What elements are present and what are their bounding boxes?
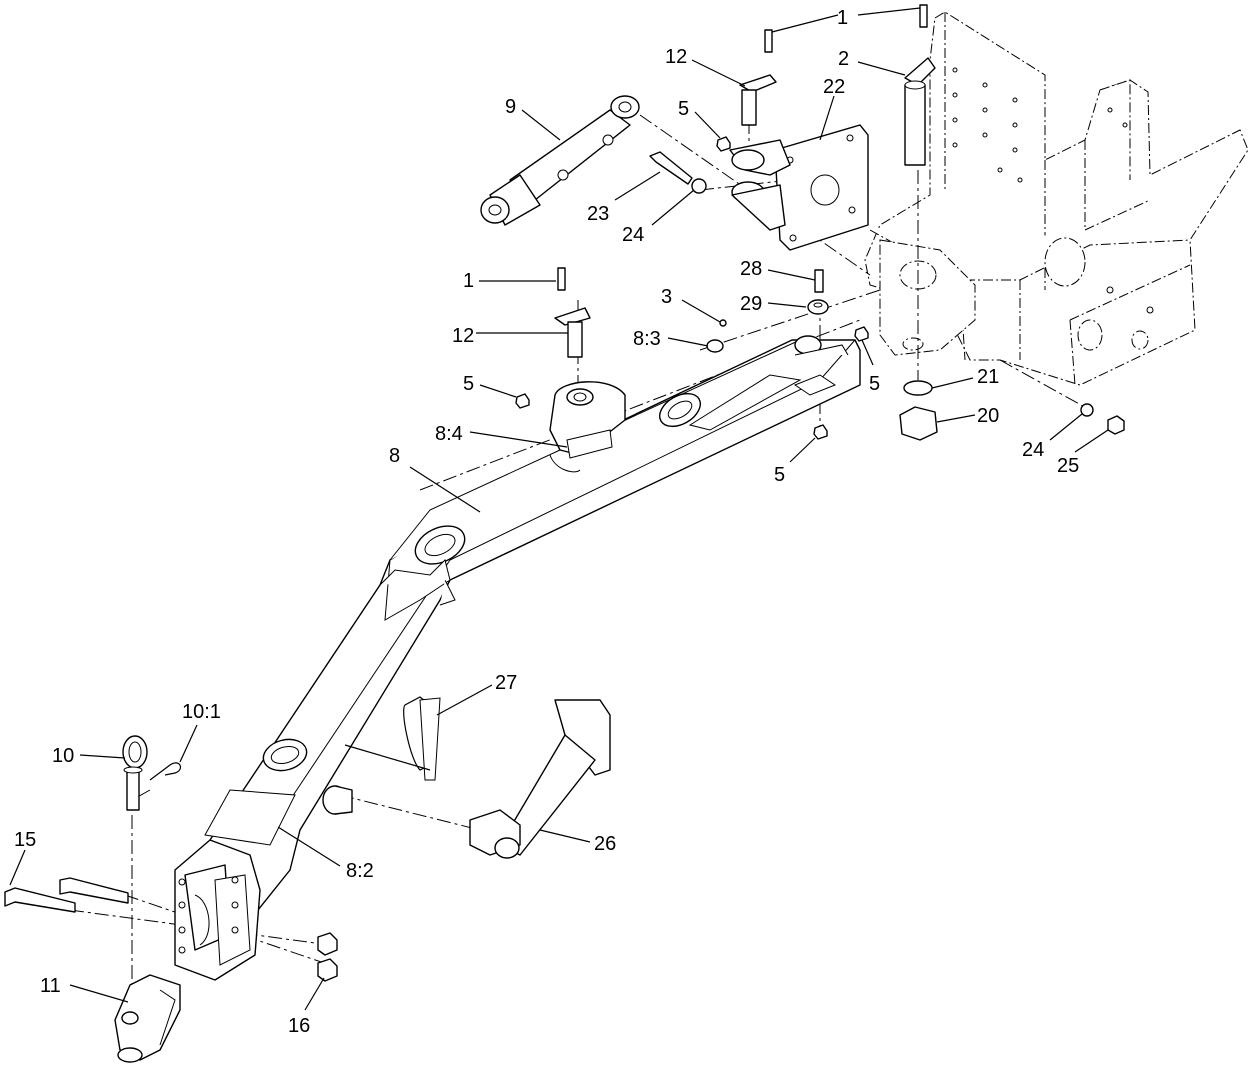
mounting-bracket — [729, 124, 869, 251]
callout-5-left: 5 — [463, 373, 474, 395]
lock-nuts — [317, 932, 338, 982]
callout-2: 2 — [838, 48, 849, 70]
pivot-pad — [549, 381, 626, 473]
callout-20: 20 — [977, 405, 999, 427]
callout-5-right: 5 — [869, 373, 880, 395]
clevis-pins — [554, 74, 777, 358]
callout-11: 11 — [40, 975, 61, 997]
callout-15: 15 — [14, 829, 36, 851]
callout-8-4: 8:4 — [435, 423, 463, 445]
callout-10: 10 — [52, 745, 74, 767]
callout-27: 27 — [495, 672, 517, 694]
callout-22: 22 — [823, 76, 845, 98]
tractor-frame-phantom — [864, 11, 1249, 386]
callout-labels: 1 2 12 9 5 22 23 24 1 28 3 29 12 8:3 5 5… — [14, 7, 1079, 1037]
callout-9: 9 — [505, 96, 516, 118]
small-bolts — [557, 4, 928, 293]
leader-lines — [9, 7, 1109, 1011]
callout-24-top: 24 — [622, 224, 644, 246]
callout-1-top: 1 — [837, 7, 848, 29]
callout-26: 26 — [594, 833, 616, 855]
bolts — [4, 877, 129, 913]
callout-23: 23 — [587, 203, 609, 225]
callout-10-1: 10:1 — [182, 701, 221, 723]
callout-1-mid: 1 — [463, 270, 474, 292]
callout-25: 25 — [1057, 455, 1079, 477]
callout-29: 29 — [740, 293, 762, 315]
callout-5-top: 5 — [678, 98, 689, 120]
callout-8: 8 — [389, 445, 400, 467]
washers-and-nuts — [515, 136, 1125, 441]
callout-24-bottom: 24 — [1022, 439, 1044, 461]
callout-3: 3 — [661, 286, 672, 308]
callout-21: 21 — [977, 366, 999, 388]
hitch-bracket — [174, 839, 261, 981]
frame-holes — [952, 67, 1154, 314]
callout-8-3: 8:3 — [633, 328, 661, 350]
lift-cylinder — [480, 95, 640, 226]
callout-5-bottom: 5 — [774, 464, 785, 486]
callout-12-mid: 12 — [452, 325, 474, 347]
callout-16: 16 — [288, 1015, 310, 1037]
pivot-pin — [904, 57, 936, 166]
clevis — [114, 974, 181, 1063]
callout-12-top: 12 — [665, 46, 687, 68]
callout-8-2: 8:2 — [346, 860, 374, 882]
callout-28: 28 — [740, 258, 762, 280]
lynch-pin — [344, 696, 441, 781]
hitch-pin — [122, 735, 182, 811]
jack-stand — [322, 699, 611, 859]
